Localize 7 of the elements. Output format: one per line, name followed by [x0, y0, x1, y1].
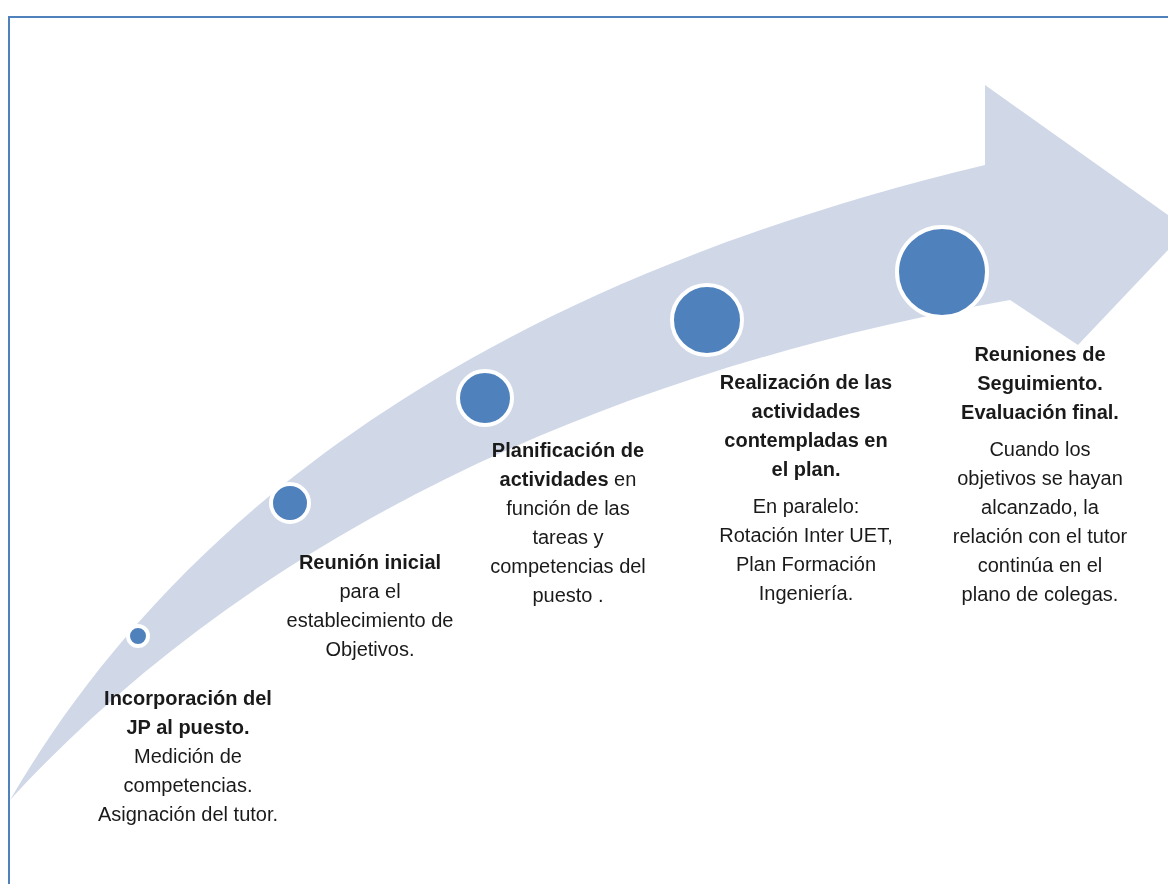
step-heading: Realización de las actividades contempladas en el plan. [718, 370, 894, 482]
step-description: Incorporación del JP al puesto. Medición de competencias. Asignación del tutor. [96, 686, 280, 827]
step-description: Planificación de actividades en función de las tareas y competencias del puesto . [489, 438, 647, 608]
step-description: Cuando los objetivos se hayan alcanzado, la relación con el tutor continúa en el plano de colegas. [952, 437, 1128, 607]
step-description: En paralelo: Rotación Inter UET, Plan Formación Ingeniería. [718, 494, 894, 606]
step-description: Reunión inicial para el establecimiento de Objetivos. [285, 550, 455, 662]
step-heading: Reuniones de Seguimiento. Evaluación final. [960, 342, 1120, 425]
